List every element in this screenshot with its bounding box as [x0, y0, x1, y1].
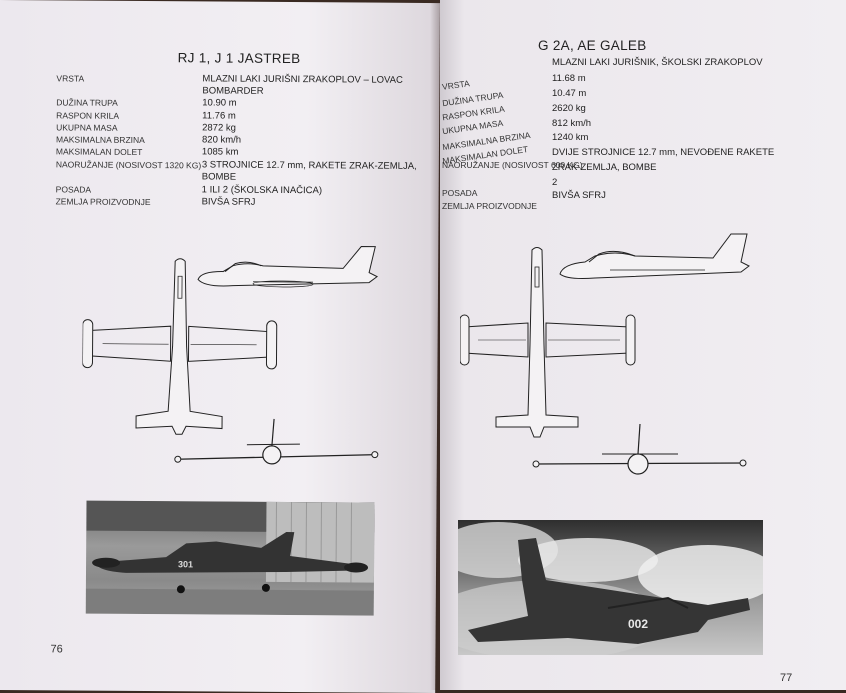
spec-label: NAORUŽANJE (NOSIVOST 1320 kg) [56, 159, 201, 170]
spec-label: MAKSIMALNA BRZINA [56, 134, 145, 145]
photo-scene [458, 520, 763, 655]
top-view-drawing [460, 245, 660, 440]
spec-value: DVIJE STROJNICE 12.7 mm, NEVOĐENE RAKETE [552, 147, 774, 158]
spec-label: ZEMLJA PROIZVODNJE [56, 196, 151, 207]
spec-value: 1240 km [552, 132, 588, 143]
spec-value: MLAZNI LAKI JURIŠNI ZRAKOPLOV – LOVAC [202, 73, 403, 85]
spec-value: 1 ILI 2 (ŠKOLSKA INAČICA) [202, 184, 322, 196]
photo-aircraft-marking: 301 [178, 559, 193, 569]
spec-label: POSADA [56, 184, 92, 194]
photo-scene [86, 501, 375, 616]
spec-value: 11.68 m [552, 73, 586, 84]
spec-value: 2620 kg [552, 103, 586, 114]
spec-label: VRSTA [441, 78, 470, 92]
spec-label: RASPON KRILA [56, 110, 119, 120]
spec-value: BOMBE [202, 171, 236, 182]
photo-aircraft-marking: 002 [628, 617, 648, 631]
page-number: 77 [780, 672, 792, 684]
spec-value: 11.76 m [202, 110, 236, 121]
front-view-drawing [530, 420, 755, 480]
spec-label: ZEMLJA PROIZVODNJE [442, 201, 537, 211]
spec-label: UKUPNA MASA [56, 122, 117, 132]
spec-value: 2872 kg [202, 122, 236, 133]
front-view-drawing [172, 416, 382, 467]
spec-value: 10.90 m [202, 97, 236, 108]
left-page-title: RJ 1, J 1 JASTREB [178, 50, 301, 66]
spec-value: 1085 km [202, 146, 239, 157]
spec-label: VRSTA [56, 73, 84, 83]
aircraft-photo: 301 [86, 501, 375, 616]
spec-label: DUŽINA TRUPA [56, 97, 118, 107]
top-view-drawing [82, 256, 293, 437]
right-page: G 2A, AE GALEB MLAZNI LAKI JURIŠNIK, ŠKO… [440, 0, 846, 690]
aircraft-photo: 002 [458, 520, 763, 655]
spec-value: BOMBARDER [202, 85, 263, 96]
spec-value: BIVŠA SFRJ [202, 196, 256, 207]
spec-value: 3 STROJNICE 12.7 mm, RAKETE ZRAK-ZEMLJA, [202, 159, 417, 171]
page-number: 76 [50, 643, 62, 655]
right-page-title: G 2A, AE GALEB [538, 38, 647, 53]
spec-value: 812 km/h [552, 118, 591, 129]
spec-label: POSADA [442, 188, 477, 198]
left-spec-table: VRSTA MLAZNI LAKI JURIŠNI ZRAKOPLOV – LO… [0, 0, 440, 3]
spec-value: 10.47 m [552, 88, 586, 99]
spec-value: 2 [552, 177, 557, 188]
spec-value: MLAZNI LAKI JURIŠNIK, ŠKOLSKI ZRAKOPLOV [552, 57, 763, 68]
left-page: RJ 1, J 1 JASTREB VRSTA MLAZNI LAKI JURI… [0, 0, 440, 693]
spec-value: BIVŠA SFRJ [552, 190, 606, 201]
spec-value: ZRAK-ZEMLJA, BOMBE [552, 162, 657, 173]
spec-value: 820 km/h [202, 134, 241, 145]
spec-label: MAKSIMALAN DOLET [56, 146, 143, 157]
